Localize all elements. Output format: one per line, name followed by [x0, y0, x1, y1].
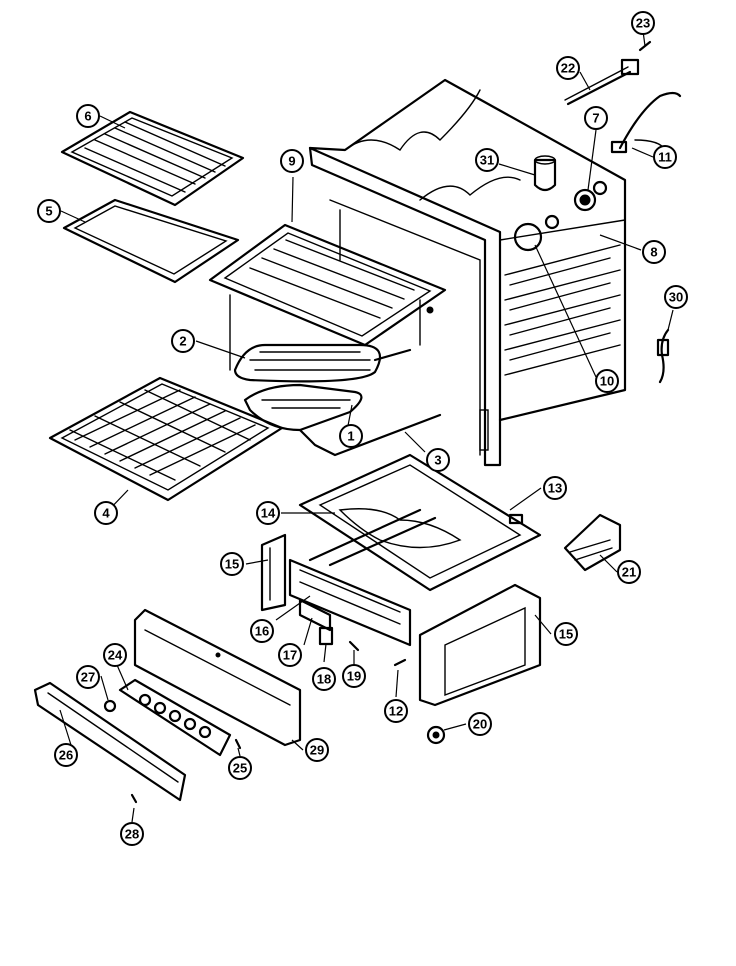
callout-label: 24 — [108, 648, 123, 663]
callout-31: 31 — [475, 148, 499, 172]
callout-23: 23 — [631, 11, 655, 35]
callout-12: 12 — [384, 699, 408, 723]
callout-2: 2 — [171, 329, 195, 353]
callout-label: 11 — [658, 150, 672, 165]
callout-22: 22 — [556, 56, 580, 80]
callout-27: 27 — [76, 665, 100, 689]
control-panel-housing — [133, 608, 302, 747]
callout-label: 1 — [347, 429, 354, 444]
oven-rack — [48, 376, 284, 502]
callout-label: 4 — [102, 506, 110, 521]
small-hardware — [103, 699, 242, 804]
callout-label: 22 — [561, 61, 575, 76]
callout-label: 16 — [255, 624, 269, 639]
callout-25: 25 — [228, 756, 252, 780]
drawer-hardware — [318, 626, 446, 745]
callout-label: 23 — [636, 16, 650, 31]
callout-15-right: 15 — [554, 622, 578, 646]
leader-lines — [59, 30, 674, 823]
callout-26: 26 — [54, 743, 78, 767]
oven-liner-shield — [208, 223, 447, 371]
callout-label: 5 — [45, 204, 52, 219]
callout-15-left: 15 — [220, 552, 244, 576]
callout-11: 11 — [653, 145, 677, 169]
callout-label: 9 — [288, 154, 295, 169]
callout-19: 19 — [342, 664, 366, 688]
control-switch-bank — [118, 678, 232, 757]
callout-label: 27 — [81, 670, 95, 685]
callout-7: 7 — [584, 106, 608, 130]
callout-29: 29 — [305, 738, 329, 762]
callout-label: 8 — [650, 245, 657, 260]
callout-14: 14 — [256, 501, 280, 525]
callout-label: 26 — [59, 748, 73, 763]
callout-label: 30 — [669, 290, 683, 305]
callout-1: 1 — [339, 424, 363, 448]
broiler-pan — [62, 198, 240, 284]
callout-4: 4 — [94, 501, 118, 525]
callout-label: 20 — [473, 717, 487, 732]
callout-6: 6 — [76, 104, 100, 128]
callout-20: 20 — [468, 712, 492, 736]
heating-element-bake — [243, 383, 442, 457]
callout-label: 29 — [310, 743, 324, 758]
callout-10: 10 — [595, 369, 619, 393]
callout-label: 2 — [179, 334, 186, 349]
oven-body — [308, 78, 627, 467]
drawer-side-right — [418, 583, 542, 707]
callout-label: 7 — [592, 111, 599, 126]
callout-16: 16 — [250, 619, 274, 643]
callout-label: 18 — [317, 672, 331, 687]
callout-label: 6 — [84, 109, 91, 124]
drawer-side-left — [260, 533, 287, 612]
callout-label: 31 — [480, 153, 494, 168]
drawer-top-panel — [298, 453, 542, 592]
callout-30: 30 — [664, 285, 688, 309]
callout-label: 14 — [261, 506, 276, 521]
drawer-frame — [288, 508, 437, 647]
heating-element-top — [233, 343, 412, 383]
callout-label: 19 — [347, 669, 361, 684]
callout-3: 3 — [426, 448, 450, 472]
callout-28: 28 — [120, 822, 144, 846]
callout-label: 15 — [559, 627, 573, 642]
anti-tip-bracket — [563, 513, 622, 572]
lamp-and-thermostat-parts — [513, 155, 608, 252]
callout-9: 9 — [280, 149, 304, 173]
control-panel-trim — [33, 681, 187, 802]
callout-18: 18 — [312, 667, 336, 691]
callout-17: 17 — [278, 643, 302, 667]
callout-label: 17 — [283, 648, 297, 663]
callout-label: 25 — [233, 761, 247, 776]
callout-label: 28 — [125, 827, 139, 842]
callout-21: 21 — [617, 560, 641, 584]
callout-label: 10 — [600, 374, 614, 389]
callout-label: 21 — [622, 565, 636, 580]
callout-label: 12 — [389, 704, 403, 719]
callout-label: 15 — [225, 557, 239, 572]
callout-24: 24 — [103, 643, 127, 667]
callout-label: 13 — [548, 481, 562, 496]
callout-8: 8 — [642, 240, 666, 264]
callout-label: 3 — [434, 453, 441, 468]
callout-5: 5 — [37, 199, 61, 223]
broiler-pan-insert — [60, 110, 245, 207]
wire-harness — [610, 91, 682, 154]
power-cord — [656, 328, 670, 384]
callout-13: 13 — [543, 476, 567, 500]
